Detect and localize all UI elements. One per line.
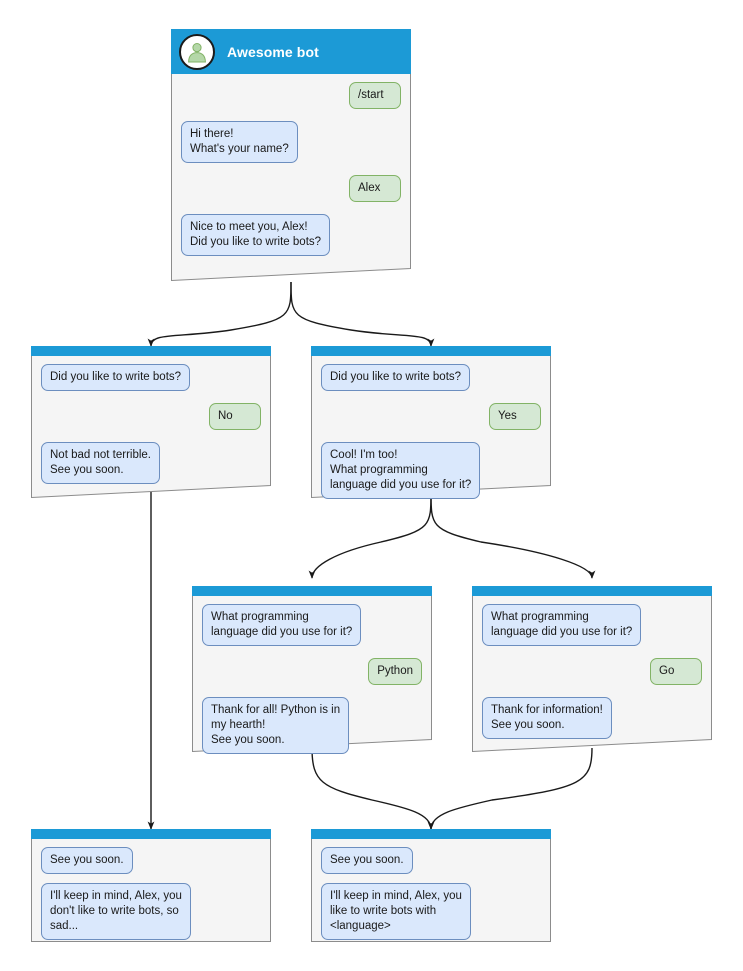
bot-bubble: See you soon. [321, 847, 413, 874]
node-end-yes[interactable]: See you soon. I'll keep in mind, Alex, y… [311, 829, 551, 942]
bot-bubble: Did you like to write bots? [41, 364, 191, 391]
edge-python-to-end-yes [311, 747, 435, 830]
node-start-header: Awesome bot [171, 29, 411, 74]
message-row: See you soon. [41, 847, 261, 874]
edge-start-to-yes [290, 281, 435, 347]
message-row: Yes [321, 403, 541, 430]
message-row: Not bad not terrible. See you soon. [41, 442, 261, 484]
node-end-no-header [31, 829, 271, 839]
edge-yes-to-go [430, 491, 596, 579]
node-answer-yes[interactable]: Did you like to write bots? Yes Cool! I'… [311, 346, 551, 499]
node-end-no[interactable]: See you soon. I'll keep in mind, Alex, y… [31, 829, 271, 942]
bot-bubble: Did you like to write bots? [321, 364, 471, 391]
message-row: See you soon. [321, 847, 541, 874]
user-bubble: Python [368, 658, 422, 685]
node-lang-go-messages: What programming language did you use fo… [472, 596, 712, 739]
node-answer-yes-header [311, 346, 551, 356]
bot-bubble: What programming language did you use fo… [482, 604, 642, 646]
node-start-messages: /start Hi there! What's your name? Alex … [171, 74, 411, 256]
message-row: What programming language did you use fo… [482, 604, 702, 646]
message-row: Did you like to write bots? [41, 364, 261, 391]
user-bubble: Yes [489, 403, 541, 430]
message-row: /start [181, 82, 401, 109]
edge-go-to-end-yes [427, 747, 593, 830]
node-answer-no-header [31, 346, 271, 356]
edge-yes-to-python [308, 491, 432, 579]
message-row: Hi there! What's your name? [181, 121, 401, 163]
bot-bubble: See you soon. [41, 847, 133, 874]
node-lang-python-header [192, 586, 432, 596]
node-end-yes-header [311, 829, 551, 839]
message-row: Python [202, 658, 422, 685]
message-row: Cool! I'm too! What programming language… [321, 442, 541, 499]
node-end-yes-messages: See you soon. I'll keep in mind, Alex, y… [311, 839, 551, 940]
user-bubble: No [209, 403, 261, 430]
bot-bubble: Cool! I'm too! What programming language… [321, 442, 481, 499]
bot-bubble: Not bad not terrible. See you soon. [41, 442, 161, 484]
person-avatar-icon [179, 33, 215, 70]
message-row: What programming language did you use fo… [202, 604, 422, 646]
message-row: I'll keep in mind, Alex, you like to wri… [321, 883, 541, 940]
message-row: Thank for information! See you soon. [482, 697, 702, 739]
user-bubble: Go [650, 658, 702, 685]
user-bubble: Alex [349, 175, 401, 202]
node-lang-go-header [472, 586, 712, 596]
node-lang-python-messages: What programming language did you use fo… [192, 596, 432, 754]
node-answer-no-messages: Did you like to write bots? No Not bad n… [31, 356, 271, 484]
message-row: Thank for all! Python is in my hearth! S… [202, 697, 422, 754]
message-row: Did you like to write bots? [321, 364, 541, 391]
node-start[interactable]: Awesome bot /start Hi there! What's your… [171, 29, 411, 281]
edge-start-to-no [147, 281, 292, 347]
node-answer-no[interactable]: Did you like to write bots? No Not bad n… [31, 346, 271, 498]
node-lang-python[interactable]: What programming language did you use fo… [192, 586, 432, 754]
bot-bubble: I'll keep in mind, Alex, you don't like … [41, 883, 191, 940]
message-row: Go [482, 658, 702, 685]
node-end-no-messages: See you soon. I'll keep in mind, Alex, y… [31, 839, 271, 940]
node-lang-go[interactable]: What programming language did you use fo… [472, 586, 712, 752]
bot-bubble: What programming language did you use fo… [202, 604, 362, 646]
bot-bubble: Hi there! What's your name? [181, 121, 298, 163]
bot-bubble: I'll keep in mind, Alex, you like to wri… [321, 883, 471, 940]
user-bubble: /start [349, 82, 401, 109]
bot-bubble: Nice to meet you, Alex! Did you like to … [181, 214, 331, 256]
node-answer-yes-messages: Did you like to write bots? Yes Cool! I'… [311, 356, 551, 499]
message-row: I'll keep in mind, Alex, you don't like … [41, 883, 261, 940]
message-row: Alex [181, 175, 401, 202]
message-row: No [41, 403, 261, 430]
bot-title: Awesome bot [227, 43, 319, 60]
message-row: Nice to meet you, Alex! Did you like to … [181, 214, 401, 256]
bot-bubble: Thank for information! See you soon. [482, 697, 612, 739]
bot-bubble: Thank for all! Python is in my hearth! S… [202, 697, 350, 754]
